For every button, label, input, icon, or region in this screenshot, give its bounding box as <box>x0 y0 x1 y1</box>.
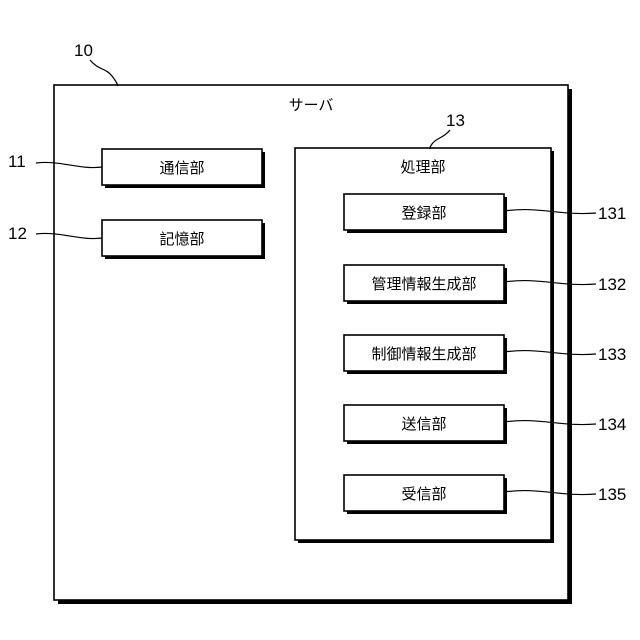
management-info-generator-label: 管理情報生成部 <box>371 275 476 293</box>
storage-unit-label: 記憶部 <box>159 230 204 248</box>
processing-unit-ref: 13 <box>446 111 465 130</box>
transmission-unit-ref: 134 <box>598 415 626 434</box>
communication-unit-ref: 11 <box>8 152 26 171</box>
server-title: サーバ <box>289 96 334 114</box>
registration-unit-ref: 131 <box>598 204 626 223</box>
communication-unit-block: 通信部 <box>102 149 265 188</box>
transmission-unit-block: 送信部 <box>344 405 507 444</box>
transmission-unit-label: 送信部 <box>401 415 446 433</box>
registration-unit-block: 登録部 <box>344 194 507 233</box>
processing-unit-title: 処理部 <box>400 158 445 176</box>
management-info-generator-ref: 132 <box>598 275 626 294</box>
communication-unit-label: 通信部 <box>159 159 204 177</box>
control-info-generator-label: 制御情報生成部 <box>371 345 476 363</box>
server-ref: 10 <box>74 41 93 60</box>
reception-unit-label: 受信部 <box>401 485 446 503</box>
management-info-generator-block: 管理情報生成部 <box>344 265 507 304</box>
control-info-generator-ref: 133 <box>598 345 626 364</box>
reception-unit-block: 受信部 <box>344 475 507 514</box>
server-leader-line <box>90 60 118 86</box>
storage-unit-ref: 12 <box>8 224 27 243</box>
reception-unit-ref: 135 <box>598 485 626 504</box>
registration-unit-label: 登録部 <box>401 204 446 222</box>
storage-unit-block: 記憶部 <box>102 220 265 259</box>
control-info-generator-block: 制御情報生成部 <box>344 335 507 374</box>
